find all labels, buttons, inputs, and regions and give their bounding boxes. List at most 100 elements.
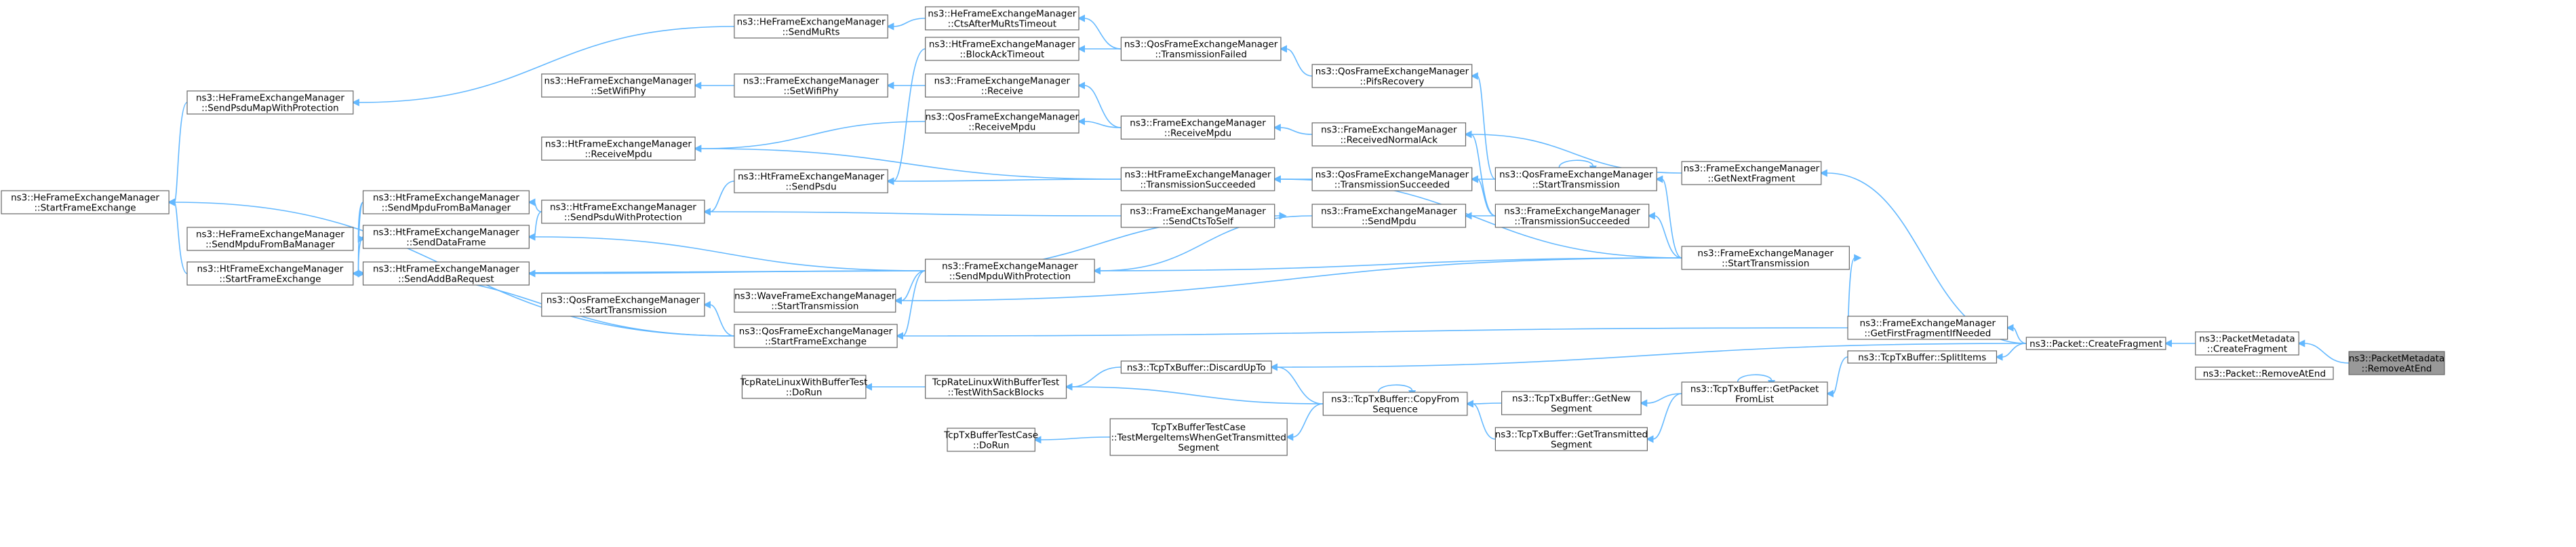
edge-line [528, 211, 542, 241]
edge-line [1647, 212, 1682, 259]
edge-line [1377, 384, 1416, 398]
node-label: ::StartFrameExchange [765, 337, 867, 347]
call-edge [1825, 356, 1848, 398]
call-node-gnf[interactable]: ns3::FrameExchangeManager::GetNextFragme… [1681, 161, 1822, 185]
call-node-wfst[interactable]: ns3::WaveFrameExchangeManager::StartTran… [734, 288, 896, 313]
node-label: ns3::WaveFrameExchangeManager [734, 291, 896, 302]
call-node-fescts[interactable]: ns3::FrameExchangeManager::SendCtsToSelf [1120, 204, 1275, 228]
call-node-qts[interactable]: ns3::QosFrameExchangeManager::Transmissi… [1311, 167, 1473, 191]
call-node-fets[interactable]: ns3::FrameExchangeManager::TransmissionS… [1494, 204, 1650, 228]
call-node-hesmfba[interactable]: ns3::HeFrameExchangeManager::SendMpduFro… [186, 227, 354, 251]
node-label: ns3::TcpTxBuffer::GetPacket [1690, 384, 1819, 395]
call-edge [894, 257, 1682, 305]
call-node-trts[interactable]: TcpRateLinuxWithBufferTest::TestWithSack… [925, 375, 1067, 399]
call-node-hects[interactable]: ns3::HeFrameExchangeManager::CtsAfterMuR… [925, 6, 1079, 31]
node-label: ::SendPsduWithProtection [564, 212, 682, 223]
call-node-split[interactable]: ns3::TcpTxBuffer::SplitItems [1847, 350, 1998, 364]
call-edge [886, 177, 1122, 185]
call-node-hts[interactable]: ns3::HtFrameExchangeManager::Transmissio… [1120, 167, 1275, 191]
edge-line [1464, 130, 1496, 216]
node-box [1494, 204, 1650, 228]
edge-line [896, 270, 926, 340]
node-label: ns3::QosFrameExchangeManager [1499, 170, 1653, 181]
node-label: ::StartFrameExchange [35, 203, 136, 214]
call-edge [1737, 374, 1776, 388]
call-node-fesm[interactable]: ns3::FrameExchangeManager::SendMpdu [1311, 204, 1467, 228]
call-node-hsab[interactable]: ns3::HtFrameExchangeManager::SendAddBaRe… [362, 261, 530, 286]
node-box [541, 73, 696, 98]
call-node-hesmr[interactable]: ns3::HeFrameExchangeManager::SendMuRts [734, 14, 888, 39]
call-edge [167, 198, 188, 274]
edge-line [528, 198, 542, 212]
node-label: ns3::PacketMetadata [2349, 354, 2444, 364]
call-node-fest[interactable]: ns3::FrameExchangeManager::StartTransmis… [1681, 246, 1850, 270]
node-label: ns3::FrameExchangeManager [743, 76, 879, 87]
edge-line [1273, 124, 1313, 135]
call-node-qrm[interactable]: ns3::QosFrameExchangeManager::ReceiveMpd… [925, 109, 1079, 134]
call-node-prae[interactable]: ns3::Packet::RemoveAtEnd [2195, 366, 2334, 380]
call-node-hsdf[interactable]: ns3::HtFrameExchangeManager::SendDataFra… [362, 225, 530, 249]
call-node-hspwp[interactable]: ns3::HtFrameExchangeManager::SendPsduWit… [541, 200, 705, 224]
node-label: ::ReceivedNormalAck [1341, 135, 1438, 146]
call-nodes: ns3::PacketMetadata::RemoveAtEndns3::Pac… [1, 6, 2445, 456]
call-node-fesw[interactable]: ns3::FrameExchangeManager::SetWifiPhy [734, 73, 888, 98]
call-node-hbat[interactable]: ns3::HtFrameExchangeManager::BlockAckTim… [925, 37, 1079, 61]
call-node-pmcf[interactable]: ns3::PacketMetadata::CreateFragment [2195, 331, 2299, 356]
call-node-qst[interactable]: ns3::QosFrameExchangeManager::StartTrans… [1494, 167, 1657, 191]
call-node-rna[interactable]: ns3::FrameExchangeManager::ReceivedNorma… [1311, 122, 1467, 147]
call-node-pifs[interactable]: ns3::QosFrameExchangeManager::PifsRecove… [1311, 64, 1473, 88]
call-node-hsfe[interactable]: ns3::HtFrameExchangeManager::StartFrameE… [186, 261, 354, 286]
call-node-hespmwp[interactable]: ns3::HeFrameExchangeManager::SendPsduMap… [186, 90, 354, 115]
call-node-tbtc[interactable]: TcpTxBufferTestCase::TestMergeItemsWhenG… [1109, 418, 1288, 456]
node-label: TcpRateLinuxWithBufferTest [740, 377, 867, 388]
node-box [1847, 316, 2008, 340]
call-node-disc[interactable]: ns3::TcpTxBuffer::DiscardUpTo [1120, 360, 1272, 374]
call-node-qst2[interactable]: ns3::QosFrameExchangeManager::StartTrans… [541, 293, 705, 317]
call-node-gfin[interactable]: ns3::FrameExchangeManager::GetFirstFragm… [1847, 316, 2008, 340]
call-node-hsmfba[interactable]: ns3::HtFrameExchangeManager::SendMpduFro… [362, 190, 530, 214]
edge-line [1465, 400, 1496, 440]
node-box [2195, 366, 2334, 380]
call-edge [1065, 383, 1324, 404]
call-edge [1646, 393, 1682, 443]
call-node-hsp[interactable]: ns3::HtFrameExchangeManager::SendPsdu [734, 169, 888, 193]
edge-line [1640, 393, 1682, 407]
call-node-ferm[interactable]: ns3::FrameExchangeManager::ReceiveMpdu [1120, 115, 1275, 140]
edge-line [694, 145, 1122, 180]
call-node-hesfe[interactable]: ns3::HeFrameExchangeManager::StartFrameE… [1, 190, 170, 214]
node-label: ns3::HtFrameExchangeManager [373, 227, 519, 238]
call-node-trdr[interactable]: TcpRateLinuxWithBufferTest::DoRun [740, 375, 867, 399]
node-box [186, 261, 354, 286]
node-box [1120, 204, 1275, 228]
call-node-hesw[interactable]: ns3::HeFrameExchangeManager::SetWifiPhy [541, 73, 696, 98]
node-label: ::StartTransmission [579, 305, 667, 316]
node-label: ::StartFrameExchange [219, 274, 321, 285]
call-edge [702, 208, 1122, 216]
call-node-rem[interactable]: ns3::PacketMetadata::RemoveAtEnd [2348, 351, 2445, 375]
call-node-ferecv[interactable]: ns3::FrameExchangeManager::Receive [925, 73, 1079, 98]
edge-line [702, 208, 1122, 216]
node-box [1322, 392, 1468, 416]
node-label: ns3::HtFrameExchangeManager [1125, 170, 1271, 181]
call-node-pcf[interactable]: ns3::Packet::CreateFragment [2025, 337, 2166, 350]
node-label: ns3::QosFrameExchangeManager [547, 295, 700, 306]
call-edge [1995, 343, 2027, 361]
call-node-hrm[interactable]: ns3::HtFrameExchangeManager::ReceiveMpdu [541, 136, 696, 161]
call-node-fesmwp[interactable]: ns3::FrameExchangeManager::SendMpduWithP… [925, 259, 1095, 283]
node-label: ns3::FrameExchangeManager [1698, 248, 1834, 259]
edge-line [1033, 436, 1111, 444]
call-node-tbdr[interactable]: TcpTxBufferTestCase::DoRun [943, 428, 1038, 452]
call-node-qtf[interactable]: ns3::QosFrameExchangeManager::Transmissi… [1120, 37, 1282, 61]
edge-line [1065, 383, 1324, 404]
edge-line [528, 233, 926, 271]
call-node-qsfe[interactable]: ns3::QosFrameExchangeManager::StartFrame… [734, 324, 898, 348]
node-box [541, 293, 705, 317]
call-edge [1270, 363, 1324, 404]
call-edge [894, 270, 926, 305]
node-box [925, 375, 1067, 399]
node-label: ns3::PacketMetadata [2199, 334, 2295, 345]
